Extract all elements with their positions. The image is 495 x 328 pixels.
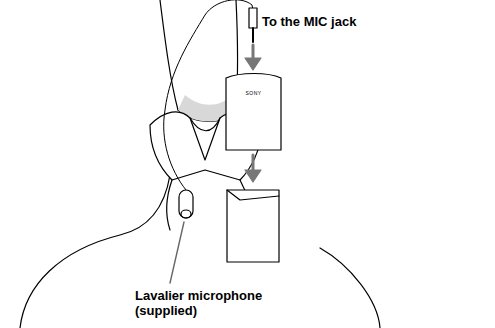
part-label: Lavalier microphone (supplied)	[135, 288, 285, 318]
transmitter-box: SONY	[226, 78, 281, 150]
lavalier-microphone	[179, 190, 193, 218]
leader-line	[170, 222, 184, 283]
lavalier-microphone	[181, 210, 191, 218]
transmitter	[226, 74, 281, 151]
pouch	[227, 190, 279, 200]
collar	[190, 118, 220, 131]
shirt-line	[166, 180, 172, 230]
pouch	[227, 190, 279, 262]
neck-outline	[160, 0, 178, 110]
arrow	[245, 170, 261, 182]
mic-plug	[252, 28, 254, 42]
arrow	[245, 58, 261, 70]
body-outline	[320, 248, 380, 328]
brand-name: SONY	[226, 90, 281, 96]
mic-plug	[249, 8, 257, 28]
connector-label: To the MIC jack	[262, 14, 402, 29]
